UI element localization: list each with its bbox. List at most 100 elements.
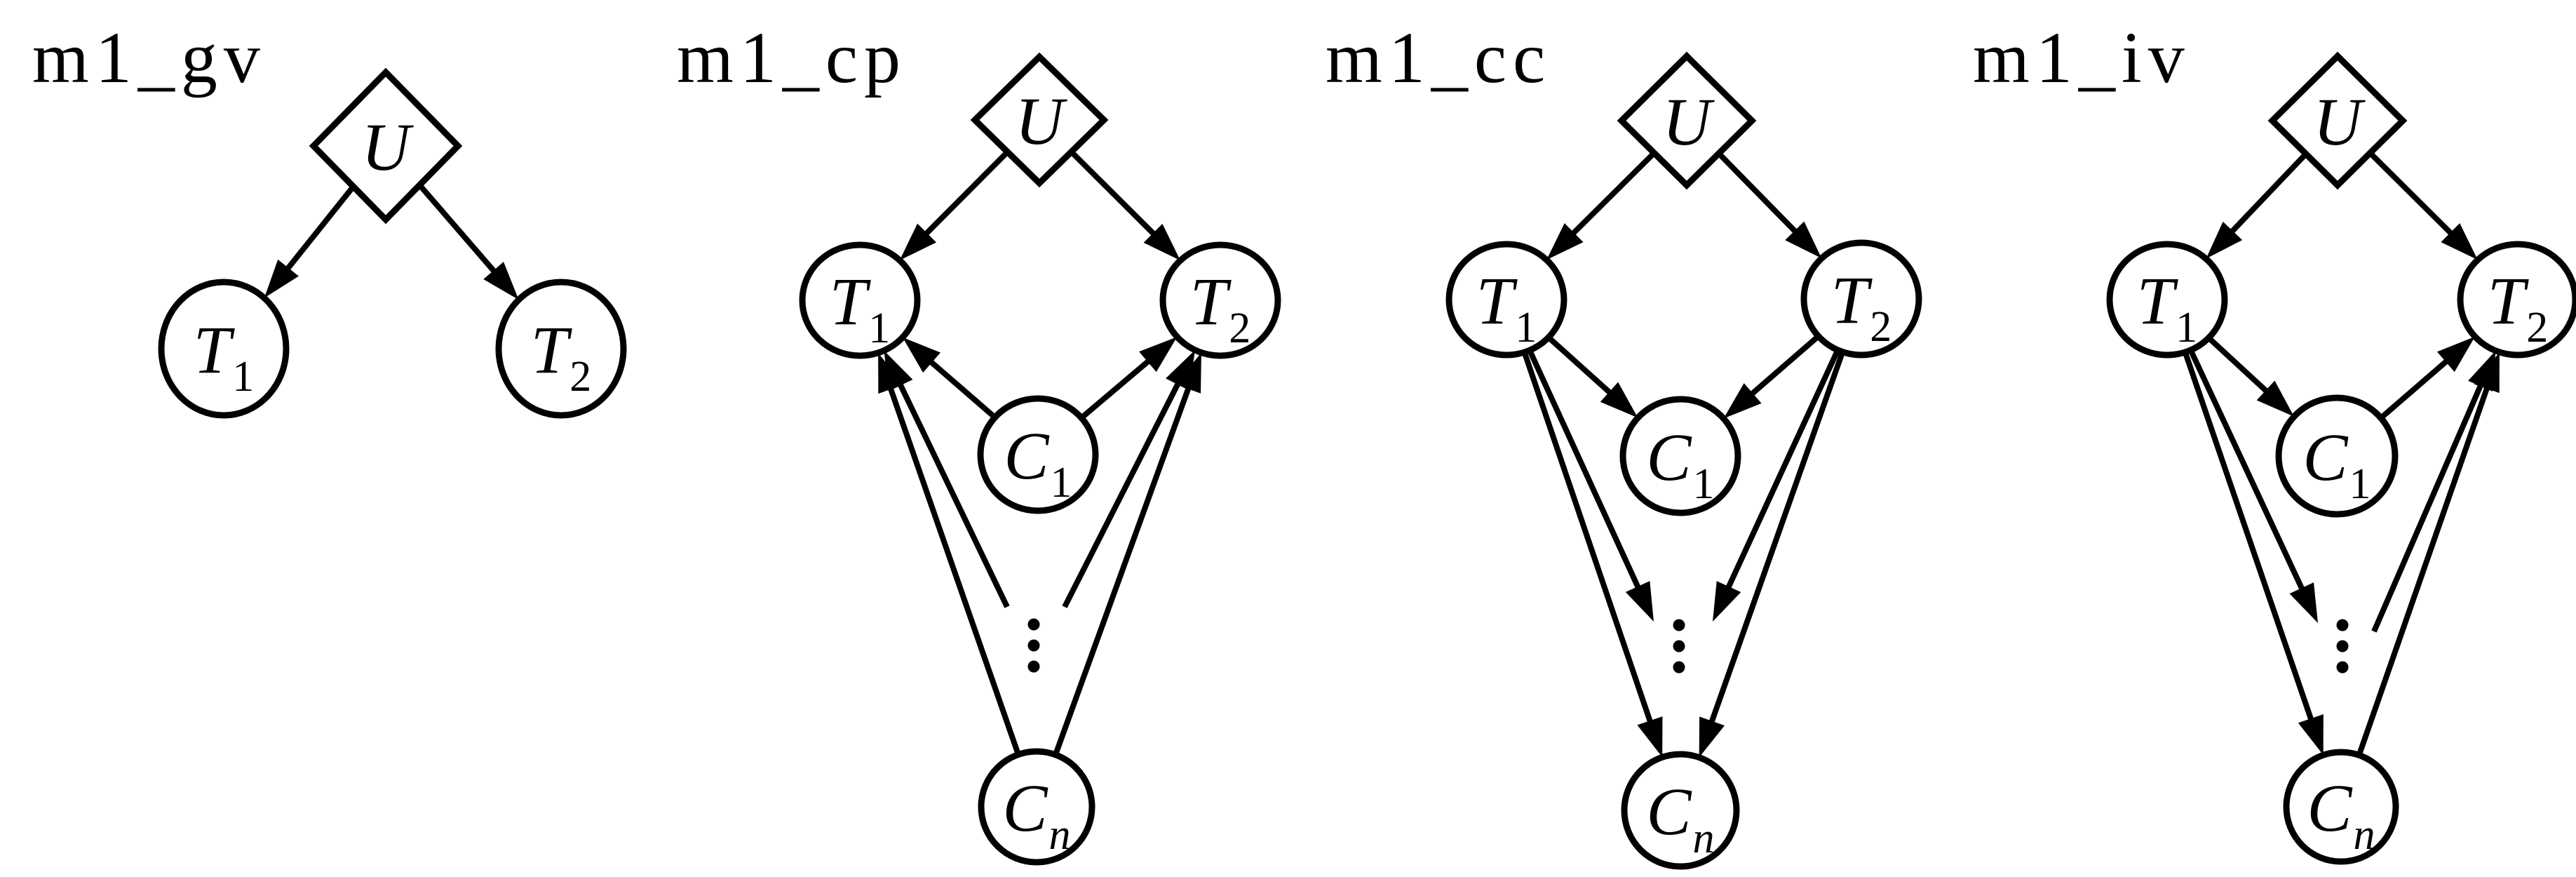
- node-label-m1_iv-T1: T1: [2137, 263, 2197, 352]
- edge-line: [1716, 151, 1800, 236]
- edge-line: [2371, 381, 2485, 633]
- ellipsis-dot: [2336, 640, 2349, 652]
- node-m1_iv-T1-ellipse: [2106, 241, 2228, 359]
- node-label-m1_cp-C1: C1: [1004, 418, 1072, 507]
- edge-line: [2379, 356, 2451, 420]
- node-m1_iv-Cn-ellipse: [2283, 749, 2399, 865]
- edge-arrowhead: [1713, 581, 1741, 622]
- edge-arrowhead: [1625, 581, 1654, 622]
- node-label-m1_iv-U: U: [2313, 84, 2366, 159]
- edge-line: [2368, 151, 2455, 238]
- edge-arrowhead: [2289, 582, 2318, 623]
- node-m1_gv-T1-ellipse: [158, 279, 290, 419]
- ellipsis-dot: [2336, 619, 2349, 631]
- edge-line: [2206, 335, 2271, 396]
- edge-arrowhead: [1175, 352, 1201, 394]
- edge-arrowhead: [264, 259, 299, 298]
- edge-line: [1069, 149, 1159, 239]
- ellipsis-dot: [1673, 661, 1685, 674]
- edge-line: [1079, 356, 1153, 420]
- node-label-m1_iv-C1: C1: [2302, 420, 2371, 508]
- ellipsis-dot: [2336, 661, 2349, 674]
- edge-arrowhead: [1546, 223, 1584, 260]
- edge-arrowhead: [2206, 221, 2243, 259]
- node-m1_cp-Cn-ellipse: [978, 748, 1095, 866]
- edge-arrowhead: [1637, 716, 1663, 758]
- ellipsis-dot: [1673, 640, 1685, 652]
- node-m1_cc-U-diamond: [1617, 51, 1757, 190]
- diagram-title-m1-cc: m1_cc: [1326, 18, 1552, 98]
- node-m1_gv-T2-ellipse: [495, 279, 627, 419]
- node-label-m1_cp-T2: T2: [1190, 264, 1250, 352]
- node-label-m1_cc-T2: T2: [1831, 262, 1891, 351]
- diagram-title-m1-cp: m1_cp: [677, 18, 908, 98]
- edge-line: [1724, 349, 1841, 592]
- ellipsis-dot: [1027, 660, 1040, 673]
- edge-line: [2227, 152, 2308, 236]
- edge-arrowhead: [2298, 714, 2324, 756]
- node-m1_iv-U-diamond: [2267, 51, 2408, 190]
- node-m1_cp-U-diamond: [970, 52, 1109, 188]
- edge-line: [1062, 379, 1182, 608]
- edge-line: [922, 149, 1010, 239]
- node-label-m1_cc-C1: C1: [1646, 420, 1714, 508]
- node-label-m1_cc-Cn: Cn: [1646, 774, 1714, 862]
- edge-line: [1708, 351, 1846, 726]
- node-label-m1_gv-U: U: [361, 109, 414, 185]
- edge-arrowhead: [1600, 382, 1638, 418]
- edge-arrowhead: [483, 262, 519, 300]
- node-label-m1_gv-T1: T1: [194, 312, 254, 401]
- node-m1_iv-T2-ellipse: [2457, 241, 2576, 359]
- edge-line: [283, 185, 356, 273]
- edge-line: [886, 384, 1021, 756]
- node-label-m1_iv-T2: T2: [2488, 263, 2548, 352]
- node-m1_iv-C1-ellipse: [2275, 394, 2399, 518]
- node-m1_cc-T2-ellipse: [1800, 239, 1922, 359]
- edge-arrowhead: [2474, 352, 2500, 394]
- edge-arrowhead: [1139, 337, 1178, 373]
- edge-line: [2187, 349, 2306, 594]
- node-m1_cc-C1-ellipse: [1619, 396, 1741, 516]
- node-m1_cc-T1-ellipse: [1445, 241, 1567, 359]
- edge-line: [1053, 384, 1192, 756]
- edge-line: [896, 380, 1010, 608]
- edge-arrowhead: [902, 337, 940, 373]
- node-m1_cp-T1-ellipse: [799, 241, 921, 359]
- edge-arrowhead: [2441, 223, 2478, 260]
- edge-arrowhead: [2436, 336, 2475, 373]
- node-label-m1_cp-U: U: [1015, 83, 1067, 159]
- node-label-m1_cp-Cn: Cn: [1002, 770, 1070, 859]
- node-label-m1_gv-T2: T2: [531, 312, 591, 401]
- edge-arrowhead: [1723, 383, 1762, 419]
- edge-arrowhead: [1699, 716, 1725, 758]
- edge-line: [1546, 335, 1614, 397]
- edge-line: [1747, 334, 1821, 399]
- node-m1_cc-Cn-ellipse: [1621, 751, 1740, 870]
- node-label-m1_cc-T1: T1: [1476, 263, 1537, 352]
- diagram-m1_gv: U T1 T2: [158, 67, 627, 419]
- edge-line: [926, 357, 997, 420]
- node-label-m1_iv-Cn: Cn: [2307, 770, 2375, 859]
- node-m1_cp-T2-ellipse: [1159, 241, 1281, 359]
- diagram-title-m1-gv: m1_gv: [32, 18, 267, 98]
- edge-arrowhead: [878, 352, 904, 394]
- edge-line: [1569, 151, 1657, 238]
- edge-line: [1521, 351, 1654, 726]
- edge-line: [2182, 351, 2315, 724]
- edge-arrowhead: [1143, 223, 1180, 261]
- ellipsis-dot: [1673, 619, 1685, 631]
- node-m1_cp-C1-ellipse: [977, 395, 1099, 514]
- edge-line: [2356, 383, 2491, 756]
- edge-arrowhead: [899, 223, 937, 261]
- edge-line: [417, 183, 499, 276]
- edge-arrowhead: [1785, 221, 1822, 259]
- node-label-m1_cp-T1: T1: [830, 264, 890, 352]
- diagram-title-m1-iv: m1_iv: [1973, 18, 2191, 98]
- node-m1_gv-U-diamond: [309, 67, 463, 225]
- ellipsis-dot: [1027, 639, 1040, 652]
- ellipsis-dot: [1027, 618, 1040, 631]
